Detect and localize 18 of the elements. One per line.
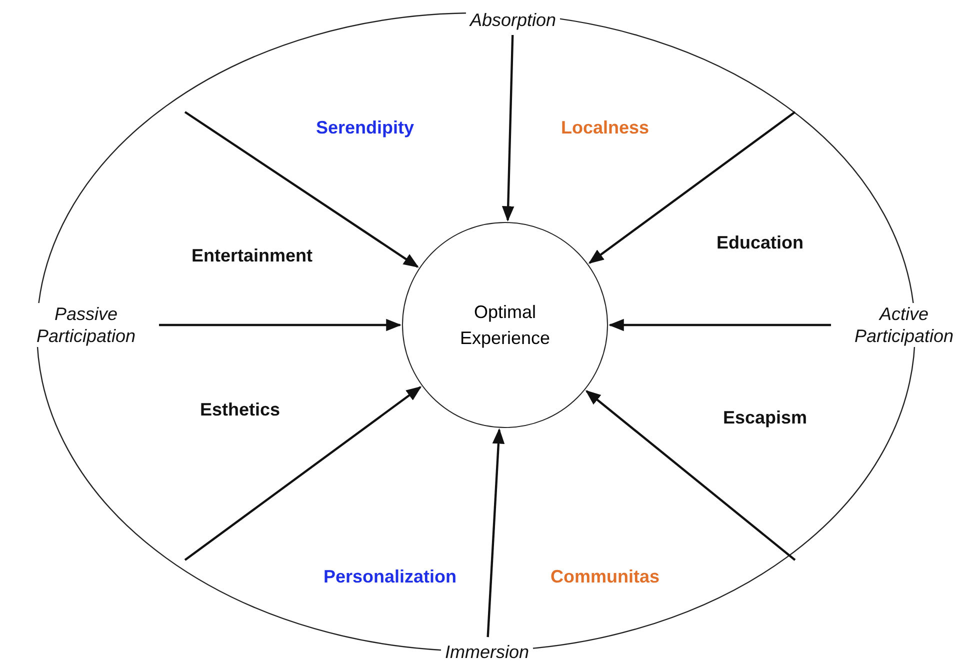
circle-node: Optimal Experience <box>402 222 608 428</box>
arrow <box>184 386 422 561</box>
sector-label: Escapism <box>722 408 808 428</box>
arrow <box>502 34 514 222</box>
arrow <box>585 390 796 561</box>
arrow <box>184 111 419 268</box>
arrow <box>588 111 796 264</box>
axis-label: Absorption <box>466 9 560 31</box>
sector-label: Communitas <box>550 566 660 588</box>
arrow <box>486 428 505 638</box>
sector-label: Localness <box>560 118 650 138</box>
arrow <box>608 318 831 332</box>
sector-label: Serendipity <box>316 118 414 138</box>
sector-label: Education <box>716 232 804 254</box>
sector-label: Personalization <box>323 566 457 588</box>
sector-label: Esthetics <box>200 400 280 420</box>
arrow <box>159 318 402 332</box>
sector-label: Entertainment <box>191 246 313 266</box>
